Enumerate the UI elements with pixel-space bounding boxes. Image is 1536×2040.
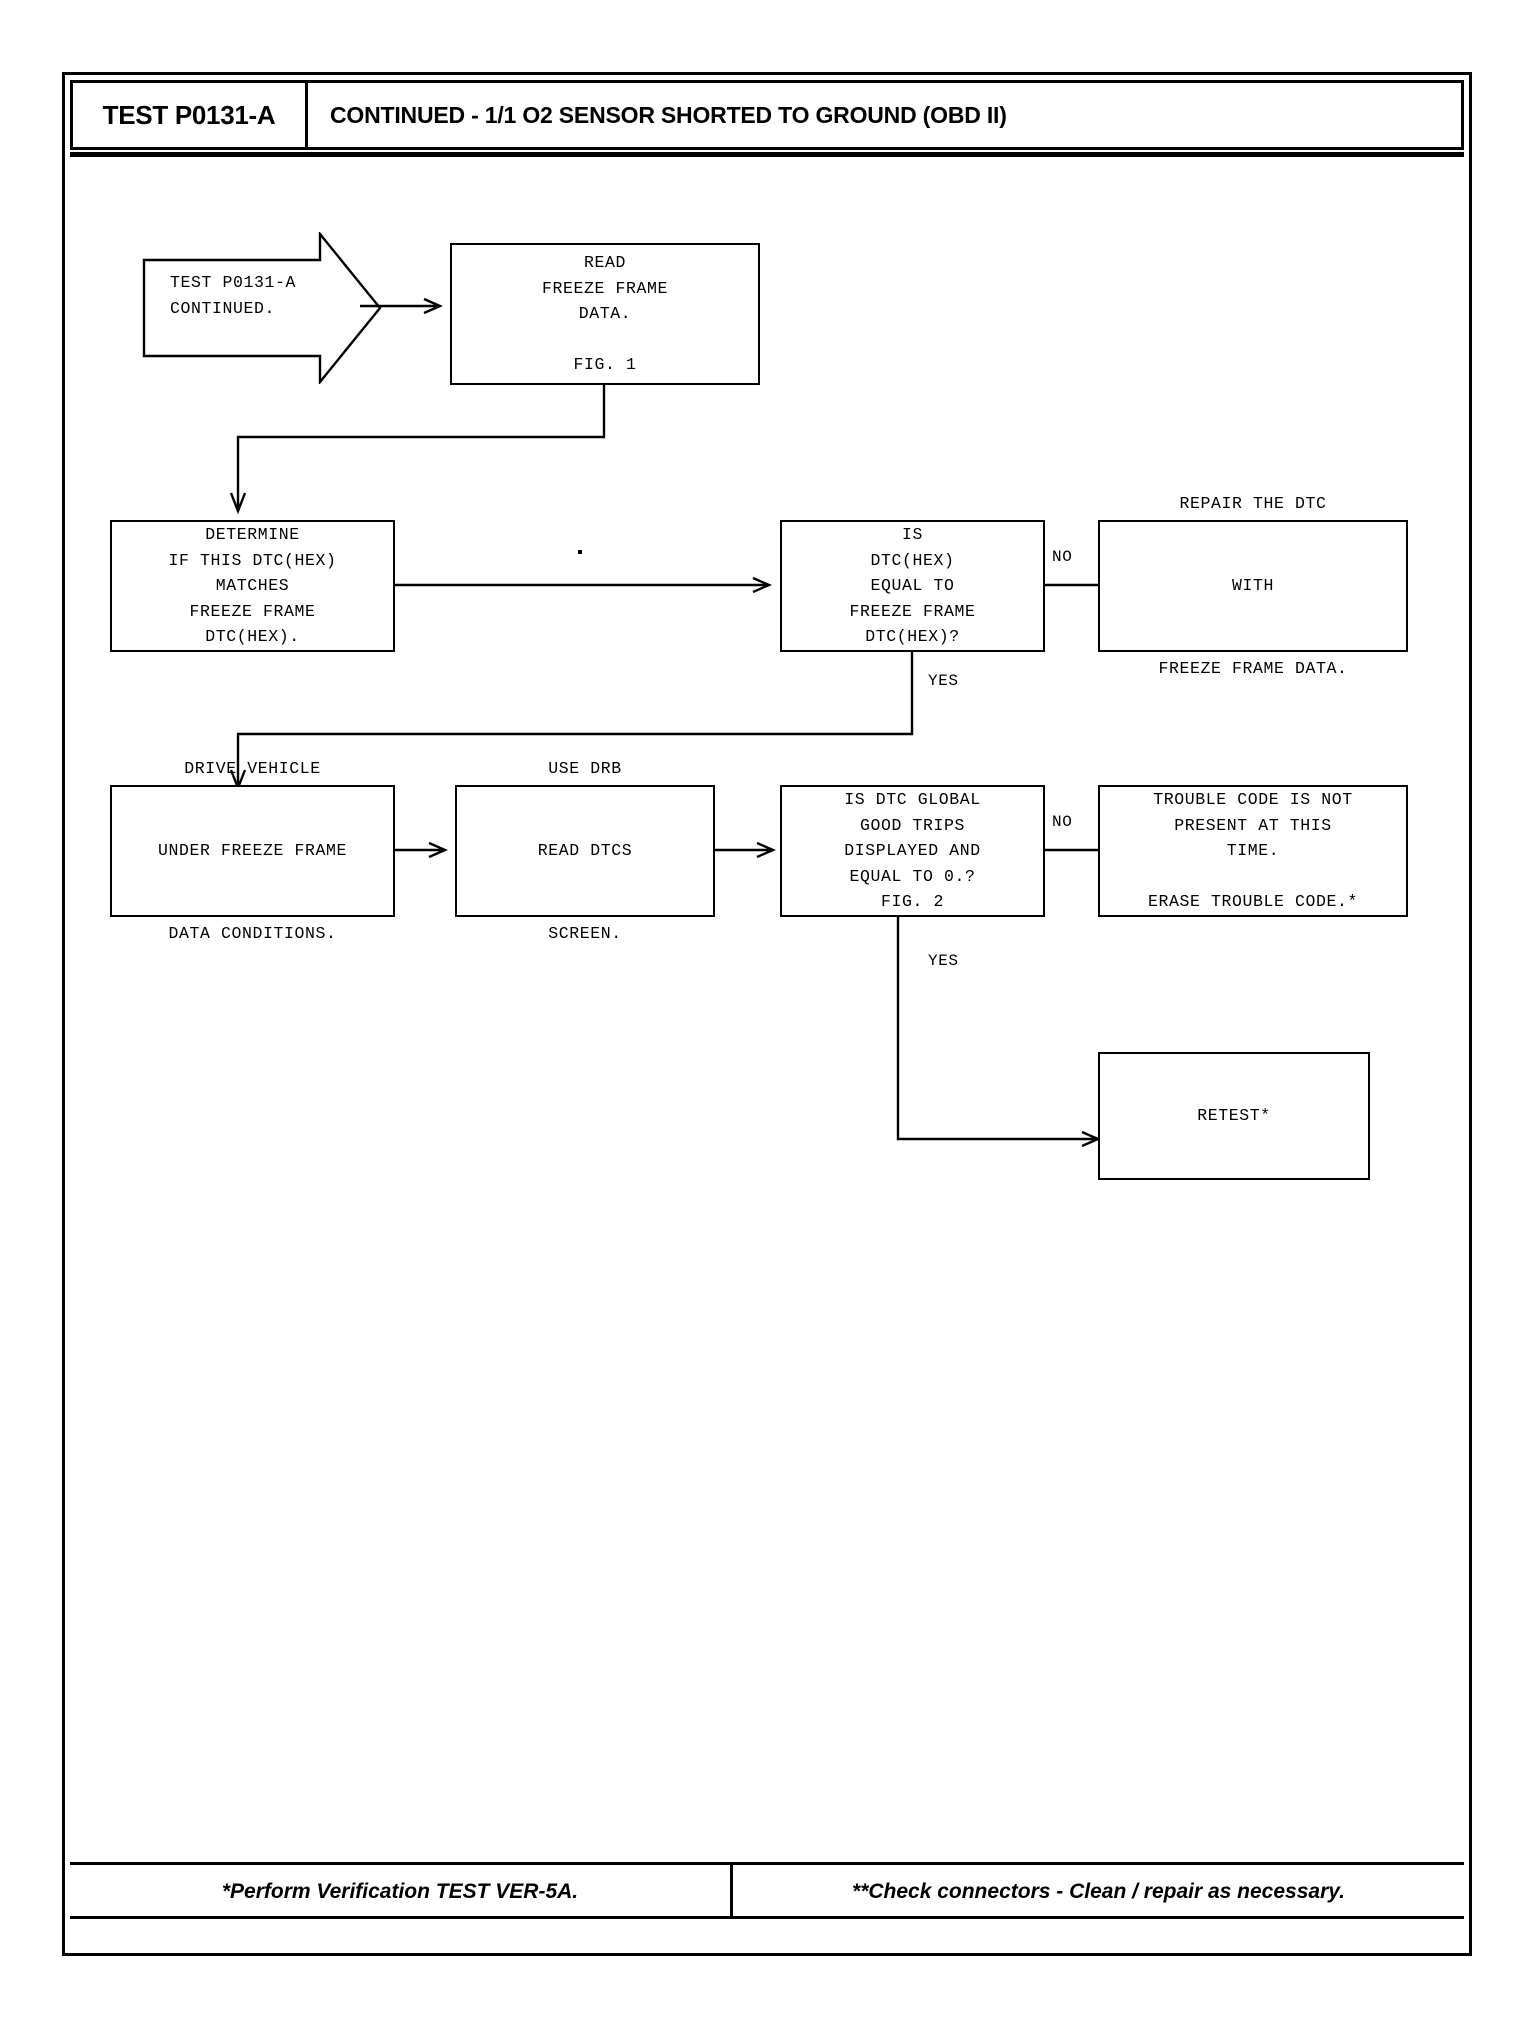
stray-mark xyxy=(578,550,582,554)
node-use-drb-text: USE DRB READ DTCS SCREEN. xyxy=(537,758,633,943)
node-repair-dtc-text: REPAIR THE DTC WITH FREEZE FRAME DATA. xyxy=(1158,493,1348,678)
node-determine-match: DETERMINE IF THIS DTC(HEX) MATCHES FREEZ… xyxy=(110,520,395,652)
edge-label-yes-bottom: YES xyxy=(928,952,959,970)
footer: *Perform Verification TEST VER-5A. **Che… xyxy=(70,1862,1464,1918)
edge-label-yes-top: YES xyxy=(928,672,959,690)
edge-label-no-top: NO xyxy=(1052,548,1073,566)
node-read-freeze-frame-text: READ FREEZE FRAME DATA. FIG. 1 xyxy=(541,253,669,375)
header-test-code: TEST P0131-A xyxy=(102,99,276,130)
node-drive-vehicle: DRIVE VEHICLE UNDER FREEZE FRAME DATA CO… xyxy=(110,759,395,943)
node-read-freeze-frame: READ FREEZE FRAME DATA. FIG. 1 xyxy=(450,243,760,385)
footer-right-cell: **Check connectors - Clean / repair as n… xyxy=(730,1862,1464,1918)
edge-determine-to-compare xyxy=(395,575,780,595)
footer-left-cell: *Perform Verification TEST VER-5A. xyxy=(70,1862,730,1918)
node-retest: RETEST* xyxy=(1098,1052,1370,1180)
node-retest-text: RETEST* xyxy=(1197,1106,1271,1126)
node-good-trips-text: IS DTC GLOBAL GOOD TRIPS DISPLAYED AND E… xyxy=(844,790,981,912)
footer-right-note: **Check connectors - Clean / repair as n… xyxy=(852,1879,1345,1903)
edge-drb-to-goodtrips xyxy=(715,840,785,860)
node-is-dtc-equal: IS DTC(HEX) EQUAL TO FREEZE FRAME DTC(HE… xyxy=(780,520,1045,652)
edge-drive-to-drb xyxy=(395,840,457,860)
edge-yes-to-retest xyxy=(890,917,1110,1152)
footer-left-note: *Perform Verification TEST VER-5A. xyxy=(221,1879,579,1903)
node-repair-dtc: REPAIR THE DTC WITH FREEZE FRAME DATA. xyxy=(1098,494,1408,678)
footer-bottom-rule xyxy=(70,1916,1464,1919)
page-title: CONTINUED - 1/1 O2 SENSOR SHORTED TO GRO… xyxy=(330,101,1007,128)
page-border xyxy=(62,72,1472,1956)
node-trouble-code-not-present: TROUBLE CODE IS NOT PRESENT AT THIS TIME… xyxy=(1098,785,1408,917)
start-label: TEST P0131-A CONTINUED. xyxy=(170,273,297,318)
node-determine-match-text: DETERMINE IF THIS DTC(HEX) MATCHES FREEZ… xyxy=(168,525,337,647)
header-title-box: CONTINUED - 1/1 O2 SENSOR SHORTED TO GRO… xyxy=(308,80,1464,150)
node-use-drb: USE DRB READ DTCS SCREEN. xyxy=(455,759,715,943)
header-divider-rule xyxy=(70,152,1464,157)
edge-label-no-bottom: NO xyxy=(1052,813,1073,831)
node-drive-vehicle-text: DRIVE VEHICLE UNDER FREEZE FRAME DATA CO… xyxy=(157,758,348,943)
node-is-dtc-equal-text: IS DTC(HEX) EQUAL TO FREEZE FRAME DTC(HE… xyxy=(849,525,976,647)
node-trouble-code-not-present-text: TROUBLE CODE IS NOT PRESENT AT THIS TIME… xyxy=(1147,790,1359,912)
edge-read-to-determine xyxy=(229,385,630,525)
start-connector-shape: TEST P0131-A CONTINUED. xyxy=(142,232,382,384)
header: TEST P0131-A CONTINUED - 1/1 O2 SENSOR S… xyxy=(70,80,1464,150)
edge-start-to-read xyxy=(360,296,452,316)
header-test-code-box: TEST P0131-A xyxy=(70,80,308,150)
node-good-trips: IS DTC GLOBAL GOOD TRIPS DISPLAYED AND E… xyxy=(780,785,1045,917)
